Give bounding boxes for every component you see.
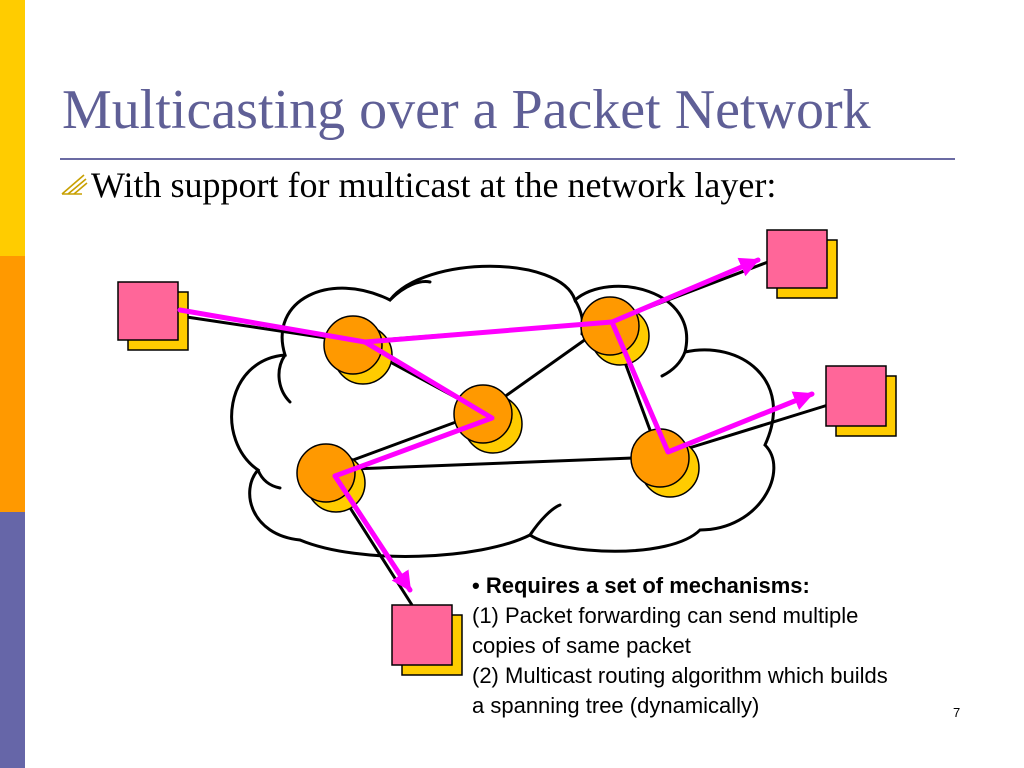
- multicast-path: [332, 339, 495, 479]
- slide-title: Multicasting over a Packet Network: [62, 79, 871, 141]
- multicast-arrow: [609, 257, 761, 325]
- side-bar-purple: [0, 512, 25, 768]
- side-bar-yellow: [0, 0, 25, 256]
- note-heading: • Requires a set of mechanisms:: [472, 573, 810, 598]
- hosts: [117, 229, 897, 676]
- multicast-tree: [177, 257, 815, 593]
- pencil-bullet-icon: [61, 174, 88, 195]
- note-line-2: copies of same packet: [472, 633, 691, 658]
- router-node: [630, 428, 700, 498]
- bullet-text: With support for multicast at the networ…: [91, 165, 777, 205]
- note-line-3: (2) Multicast routing algorithm which bu…: [472, 663, 888, 688]
- note-line-4: a spanning tree (dynamically): [472, 693, 760, 718]
- multicast-arrow: [332, 473, 413, 593]
- page-number: 7: [953, 705, 961, 720]
- host-receiver: [766, 229, 838, 299]
- side-bar-orange: [0, 256, 25, 512]
- mechanisms-note: • Requires a set of mechanisms: (1) Pack…: [472, 571, 972, 721]
- title-divider: [60, 158, 955, 160]
- multicast-arrow: [609, 319, 815, 455]
- host-receiver: [825, 365, 897, 437]
- note-line-1: (1) Packet forwarding can send multiple: [472, 603, 859, 628]
- host-receiver: [391, 604, 463, 676]
- host-source: [117, 281, 189, 351]
